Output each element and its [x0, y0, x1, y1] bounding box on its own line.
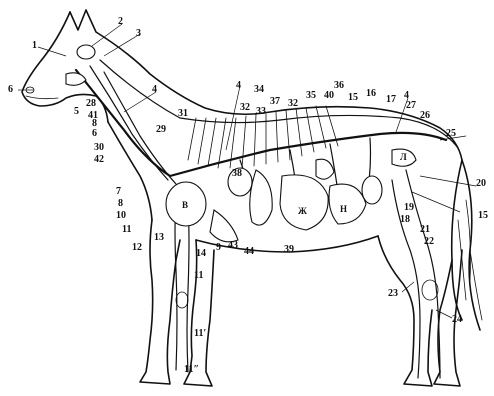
label-34: 34	[254, 84, 264, 95]
label-12: 12	[132, 242, 142, 253]
label-15a: 15	[348, 92, 358, 103]
heart-letter: В	[182, 200, 188, 210]
intestine-letter: Н	[340, 204, 347, 214]
label-20: 20	[476, 178, 486, 189]
label-2: 2	[118, 16, 123, 27]
label-35: 35	[306, 90, 316, 101]
label-3: 3	[136, 28, 141, 39]
knee	[176, 292, 188, 308]
label-44: 44	[244, 246, 254, 257]
label-17: 17	[386, 94, 396, 105]
large-intestine	[329, 184, 366, 224]
label-6b: 6	[92, 128, 97, 139]
spleen	[250, 170, 272, 225]
label-11c: 11′	[194, 328, 206, 339]
label-5: 5	[74, 106, 79, 117]
label-24: 24	[452, 314, 462, 325]
brain-node	[77, 45, 95, 59]
label-28: 28	[86, 98, 96, 109]
label-21: 21	[420, 224, 430, 235]
label-41: 41	[88, 110, 98, 121]
label-22: 22	[424, 236, 434, 247]
label-40: 40	[324, 90, 334, 101]
inguinal-node	[362, 176, 382, 204]
label-39: 39	[284, 244, 294, 255]
label-32b: 32	[288, 98, 298, 109]
label-1: 1	[32, 40, 37, 51]
label-16: 16	[366, 88, 376, 99]
label-7: 7	[116, 186, 121, 197]
hindleg-front	[378, 236, 432, 386]
label-43: 43	[228, 240, 238, 251]
number-labels: 1 2 3 4 4 4 5 6 6 7 8 8 9 10 11 11 11′ 1…	[8, 16, 488, 375]
label-30: 30	[94, 142, 104, 153]
label-32a: 32	[240, 102, 250, 113]
label-18: 18	[400, 214, 410, 225]
label-31: 31	[178, 108, 188, 119]
intestine-loop-2	[316, 159, 334, 179]
label-19: 19	[404, 202, 414, 213]
label-15b: 15	[478, 210, 488, 221]
label-27: 27	[406, 100, 416, 111]
label-11a: 11	[122, 224, 131, 235]
stomach	[280, 175, 328, 230]
foreleg-front	[140, 220, 180, 384]
guttural-node	[66, 73, 86, 85]
label-4a: 4	[152, 84, 157, 95]
label-33: 33	[256, 106, 266, 117]
label-11b: 11	[194, 270, 203, 281]
label-10: 10	[116, 210, 126, 221]
intestine-loop-1	[210, 210, 238, 242]
label-29: 29	[156, 124, 166, 135]
label-14: 14	[196, 248, 206, 259]
label-23: 23	[388, 288, 398, 299]
label-38: 38	[232, 168, 242, 179]
label-37: 37	[270, 96, 280, 107]
label-42: 42	[94, 154, 104, 165]
label-9: 9	[216, 242, 221, 253]
label-4b: 4	[236, 80, 241, 91]
label-25: 25	[446, 128, 456, 139]
label-11d: 11″	[184, 364, 199, 375]
label-36: 36	[334, 80, 344, 91]
fore-hoof	[140, 382, 212, 386]
mouth-line	[26, 96, 58, 99]
label-26: 26	[420, 110, 430, 121]
bladder-letter: Л	[400, 152, 407, 162]
stomach-letter: Ж	[298, 206, 307, 216]
label-8b: 8	[118, 198, 123, 209]
label-13: 13	[154, 232, 164, 243]
label-6a: 6	[8, 84, 13, 95]
